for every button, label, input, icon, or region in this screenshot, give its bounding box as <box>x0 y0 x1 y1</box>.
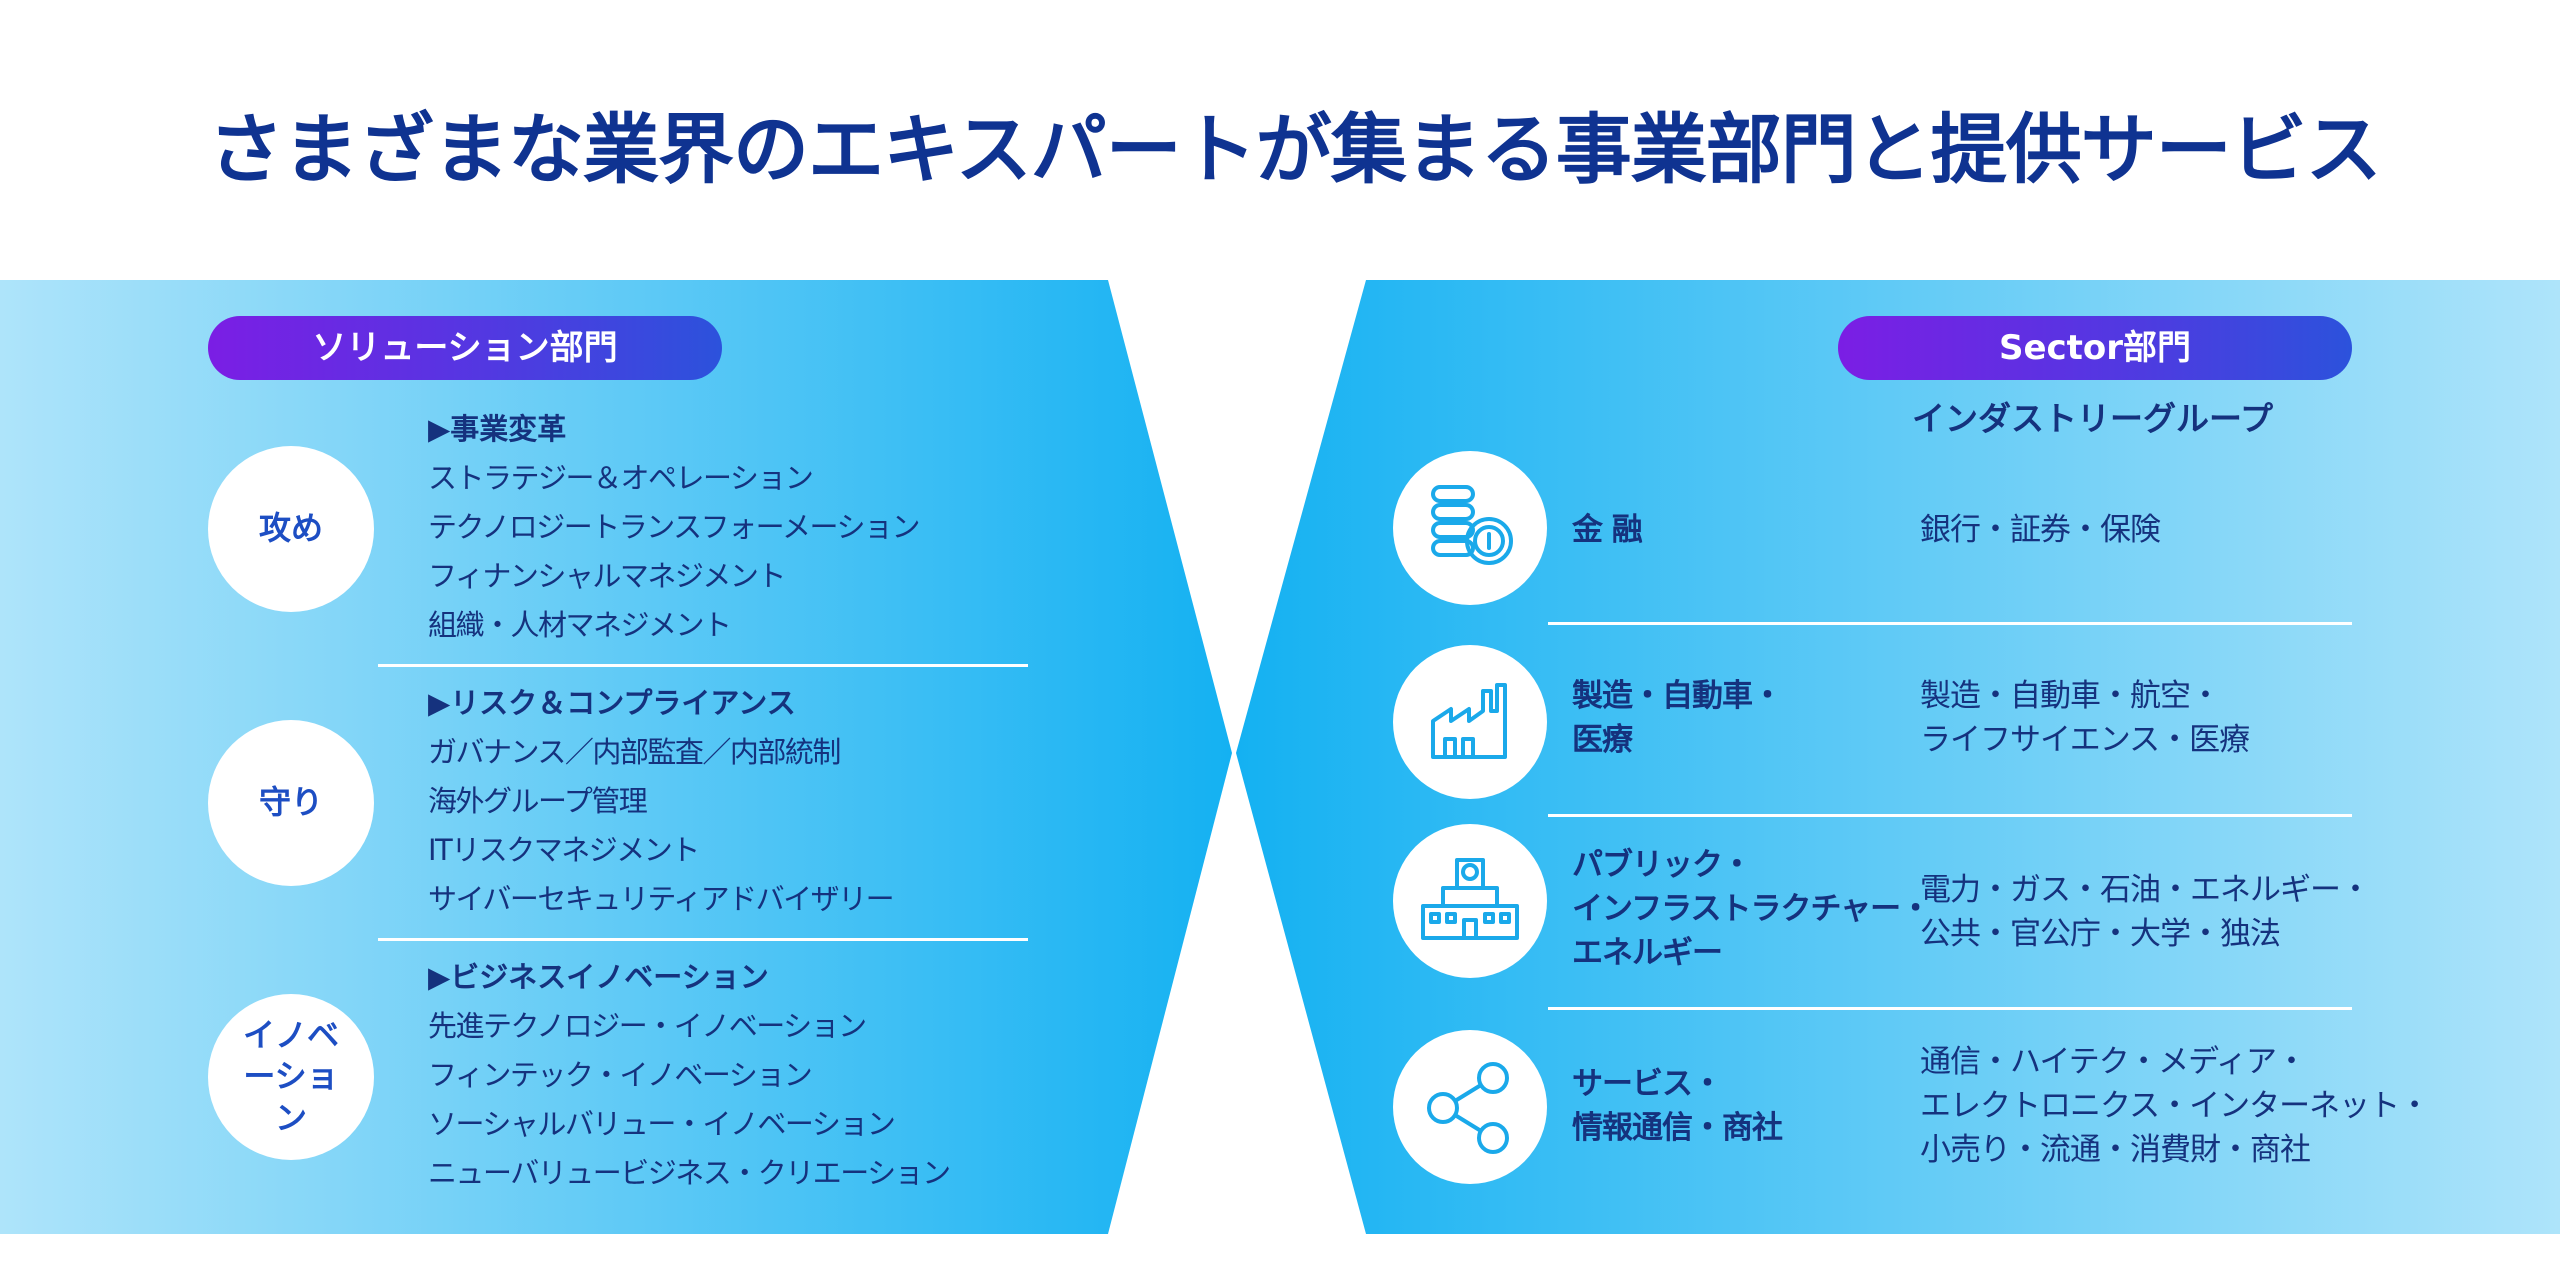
industry-name-public: パブリック・ インフラストラクチャー・ エネルギー <box>1572 847 1931 971</box>
service-item: フィナンシャルマネジメント <box>428 559 786 593</box>
divider-line <box>378 938 1028 941</box>
industry-detail-public: 電力・ガス・石油・エネルギー・ 公共・官公庁・大学・独法 <box>1920 872 2371 952</box>
defense-circle: 守り <box>208 720 374 886</box>
share-network-icon <box>1393 1030 1547 1184</box>
solution-group-risk-compliance: ▶リスク＆コンプライアンス ガバナンス／内部監査／内部統制 海外グループ管理 I… <box>428 679 895 924</box>
industry-name-services: サービス・ 情報通信・商社 <box>1572 1066 1783 1146</box>
service-item: 組織・人材マネジメント <box>428 608 732 642</box>
sector-panel <box>1236 280 2560 1234</box>
factory-icon <box>1393 645 1547 799</box>
industry-name-manufacturing: 製造・自動車・ 医療 <box>1572 678 1783 758</box>
service-item: サイバーセキュリティアドバイザリー <box>428 882 895 916</box>
service-item: ストラテジー＆オペレーション <box>428 461 814 495</box>
solution-group-business-innovation: ▶ビジネスイノベーション 先進テクノロジー・イノベーション フィンテック・イノベ… <box>428 953 951 1198</box>
industry-group-title: インダストリーグループ <box>1912 399 2274 438</box>
sector-division-label: Sector部門 <box>1838 316 2352 380</box>
public-building-icon <box>1393 824 1547 978</box>
service-item: ソーシャルバリュー・イノベーション <box>428 1107 896 1141</box>
industry-name-finance: 金 融 <box>1572 512 1643 548</box>
service-item: ガバナンス／内部監査／内部統制 <box>428 735 841 769</box>
service-item: テクノロジートランスフォーメーション <box>428 510 920 544</box>
divider-line <box>1548 622 2352 625</box>
industry-detail-manufacturing: 製造・自動車・航空・ ライフサイエンス・医療 <box>1920 678 2250 758</box>
service-item: ニューバリュービジネス・クリエーション <box>428 1156 951 1190</box>
service-item: 海外グループ管理 <box>428 784 648 818</box>
solution-group-business-transformation: ▶事業変革 ストラテジー＆オペレーション テクノロジートランスフォーメーション … <box>428 405 920 650</box>
divider-line <box>378 664 1028 667</box>
industry-detail-services: 通信・ハイテク・メディア・ エレクトロニクス・インターネット・ 小売り・流通・消… <box>1920 1044 2430 1168</box>
innovation-circle-label: イノベーション <box>242 1015 339 1137</box>
group-heading: ▶ビジネスイノベーション <box>428 960 769 994</box>
divider-line <box>1548 1007 2352 1010</box>
divider-line <box>1548 814 2352 817</box>
innovation-circle: イノベーション <box>208 994 374 1160</box>
offense-circle: 攻め <box>208 446 374 612</box>
industry-detail-finance: 銀行・証券・保険 <box>1920 512 2161 548</box>
service-item: フィンテック・イノベーション <box>428 1058 813 1092</box>
solution-division-label: ソリューション部門 <box>208 316 722 380</box>
group-heading: ▶事業変革 <box>428 412 567 446</box>
service-item: ITリスクマネジメント <box>428 833 700 867</box>
coins-icon <box>1393 451 1547 605</box>
service-item: 先進テクノロジー・イノベーション <box>428 1009 867 1043</box>
page-title: さまざまな業界のエキスパートが集まる事業部門と提供サービス <box>208 105 2382 194</box>
group-heading: ▶リスク＆コンプライアンス <box>428 686 796 720</box>
